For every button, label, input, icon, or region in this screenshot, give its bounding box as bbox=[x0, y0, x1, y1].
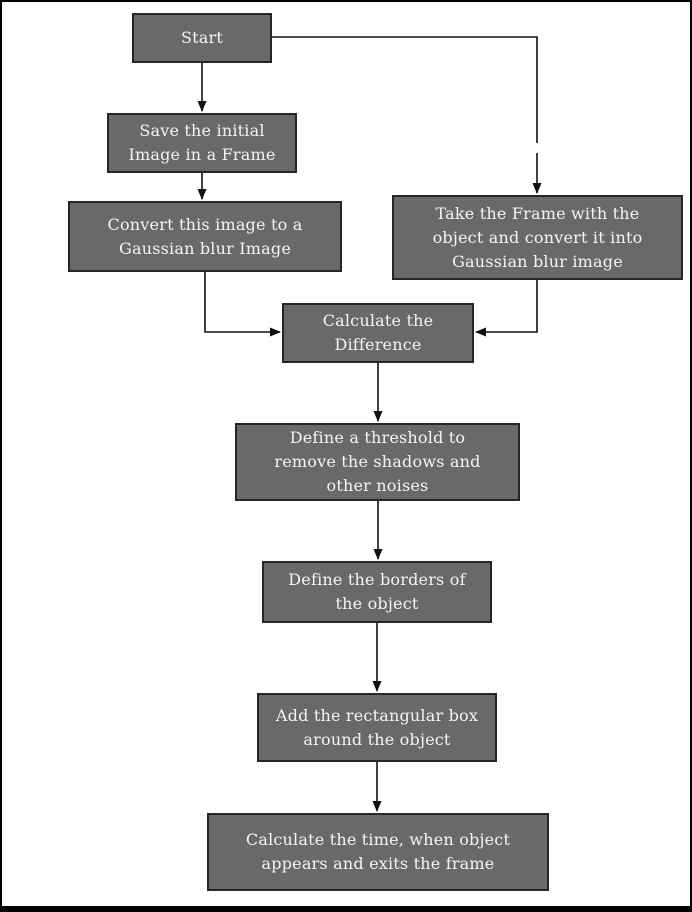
node-define-borders-label: Define the borders of the object bbox=[288, 570, 466, 613]
node-add-rectangular-box: Add the rectangular box around the objec… bbox=[257, 693, 497, 762]
node-save-initial-image-label: Save the initial Image in a Frame bbox=[128, 121, 276, 164]
bottom-black-bar bbox=[2, 906, 690, 910]
node-calculate-difference-label: Calculate the Difference bbox=[322, 311, 434, 354]
node-convert-gaussian-blur: Convert this image to a Gaussian blur Im… bbox=[68, 201, 342, 272]
node-add-rectangular-box-label: Add the rectangular box around the objec… bbox=[275, 705, 479, 749]
node-take-frame-with-object: Take the Frame with the object and conve… bbox=[392, 195, 683, 280]
node-define-threshold: Define a threshold to remove the shadows… bbox=[235, 423, 520, 501]
node-convert-gaussian-blur-label: Convert this image to a Gaussian blur Im… bbox=[107, 214, 303, 258]
connector-white-notch bbox=[535, 143, 539, 153]
edge-start-to-take-frame bbox=[272, 36, 542, 194]
node-define-borders: Define the borders of the object bbox=[262, 561, 492, 623]
node-save-initial-image: Save the initial Image in a Frame bbox=[107, 113, 297, 173]
node-start: Start bbox=[132, 13, 272, 63]
edge-take-frame-to-calculate bbox=[475, 280, 538, 337]
node-take-frame-with-object-label: Take the Frame with the object and conve… bbox=[432, 203, 643, 271]
edge-convert-to-calculate bbox=[204, 272, 281, 337]
node-start-label: Start bbox=[180, 28, 223, 47]
node-calculate-time-label: Calculate the time, when object appears … bbox=[245, 830, 511, 873]
node-calculate-difference: Calculate the Difference bbox=[282, 303, 474, 363]
node-define-threshold-label: Define a threshold to remove the shadows… bbox=[274, 428, 481, 495]
node-calculate-time: Calculate the time, when object appears … bbox=[207, 813, 549, 891]
